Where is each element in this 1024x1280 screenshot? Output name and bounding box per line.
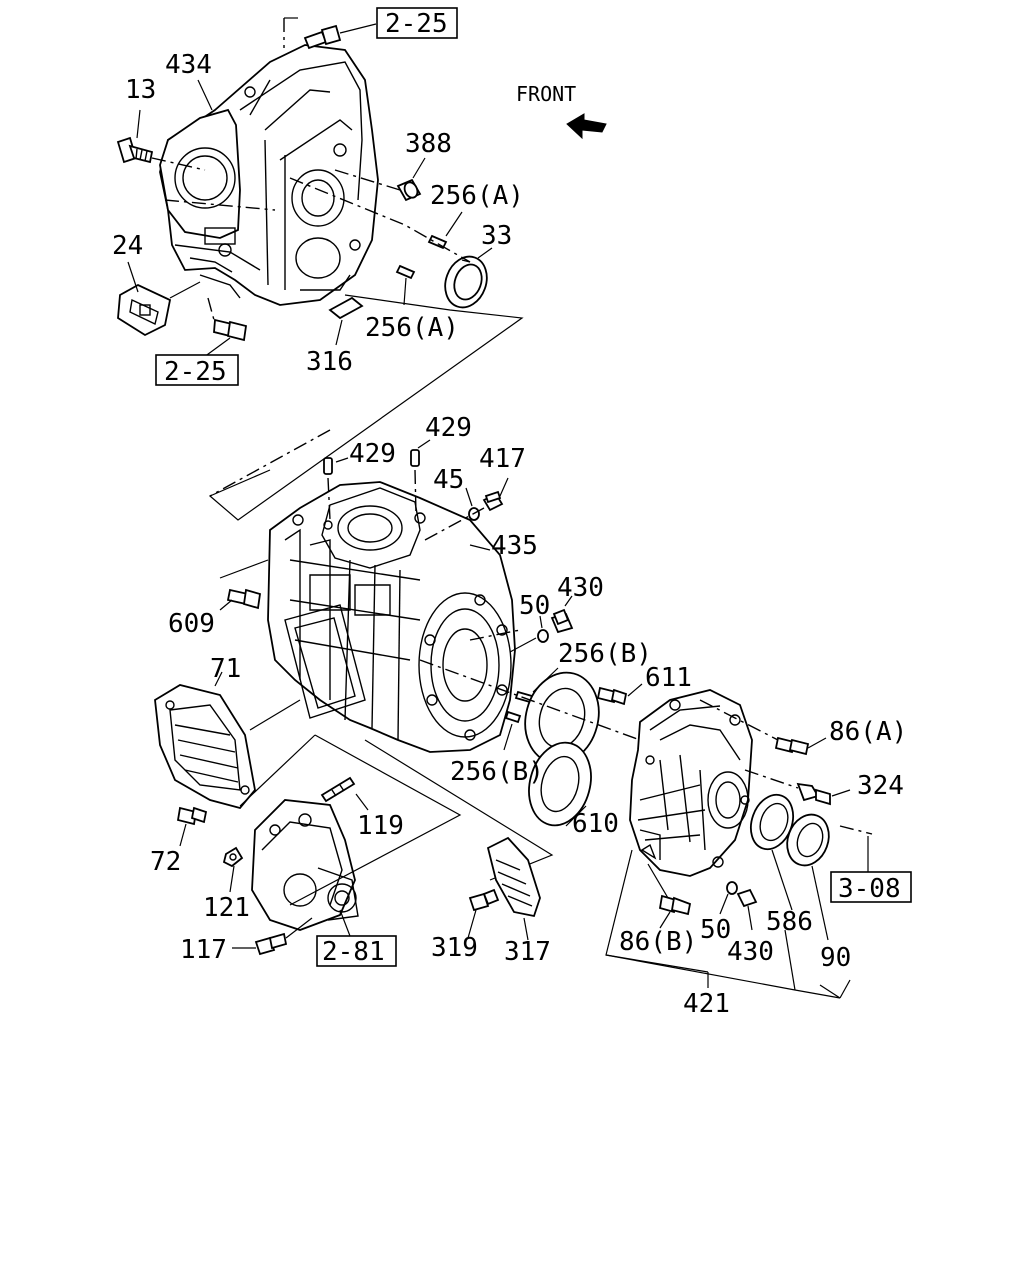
cover-71 xyxy=(154,671,316,810)
gasket-610-upper xyxy=(524,671,600,765)
bolt-611 xyxy=(596,683,643,706)
label-610: 610 xyxy=(572,809,619,839)
pin-256a-lower xyxy=(395,264,416,306)
plug-430-case xyxy=(509,595,574,653)
label-435: 435 xyxy=(491,531,538,561)
label-430-2: 430 xyxy=(727,937,774,967)
cover-317 xyxy=(486,836,541,941)
bolt-86a xyxy=(699,699,827,756)
oring-45 xyxy=(465,487,480,521)
sensor-24 xyxy=(117,261,201,337)
label-119: 119 xyxy=(357,811,404,841)
pto-unit xyxy=(251,799,359,931)
label-50-1: 50 xyxy=(519,591,550,621)
rear-extension-421 xyxy=(629,689,753,877)
ref-box-mid-left xyxy=(155,354,239,386)
pin-256a-upper xyxy=(427,211,463,250)
label-434: 434 xyxy=(165,50,212,80)
label-586: 586 xyxy=(766,907,813,937)
label-256b-2: 256(B) xyxy=(450,757,544,787)
ref-box-308 xyxy=(830,871,912,903)
label-90: 90 xyxy=(820,943,851,973)
plug-430-extension xyxy=(736,888,758,931)
front-label: FRONT xyxy=(516,82,576,106)
label-33: 33 xyxy=(481,221,512,251)
ref-label-281: 2-81 xyxy=(322,937,385,967)
label-316: 316 xyxy=(306,347,353,377)
oring-50-case xyxy=(537,615,549,643)
label-117: 117 xyxy=(180,935,227,965)
ref-label-top: 2-25 xyxy=(385,9,448,39)
ref-label-mid-left: 2-25 xyxy=(164,357,227,387)
label-71: 71 xyxy=(210,654,241,684)
label-86b: 86(B) xyxy=(619,927,697,957)
stud-to-308 xyxy=(839,825,873,872)
seal-33 xyxy=(444,247,493,309)
pin-429-left xyxy=(323,457,349,521)
label-609: 609 xyxy=(168,609,215,639)
label-430-1: 430 xyxy=(557,573,604,603)
label-72: 72 xyxy=(150,847,181,877)
top-bolt xyxy=(283,17,377,50)
pin-256b-lower xyxy=(503,710,522,751)
ref-label-308: 3-08 xyxy=(838,874,901,904)
label-256b-1: 256(B) xyxy=(558,639,652,669)
ref-box-top xyxy=(376,7,458,39)
pin-429-right xyxy=(410,439,431,515)
bolt-lower-left xyxy=(199,297,248,361)
label-256a-2: 256(A) xyxy=(365,313,459,343)
label-317: 317 xyxy=(504,937,551,967)
label-24: 24 xyxy=(112,231,143,261)
bush-388 xyxy=(396,157,426,202)
bolt-72 xyxy=(176,806,208,847)
label-417: 417 xyxy=(479,444,526,474)
label-13: 13 xyxy=(125,75,156,105)
label-388: 388 xyxy=(405,129,452,159)
label-50-2: 50 xyxy=(700,915,731,945)
front-arrow-icon xyxy=(566,113,607,140)
label-421: 421 xyxy=(683,989,730,1019)
label-121: 121 xyxy=(203,893,250,923)
transmission-case-435 xyxy=(267,481,516,753)
bolt-86b xyxy=(647,863,692,929)
ref-box-281 xyxy=(316,935,397,967)
plug-417 xyxy=(424,477,509,541)
label-45: 45 xyxy=(433,465,464,495)
breather-324 xyxy=(744,769,851,806)
label-86a: 86(A) xyxy=(829,717,907,747)
gasket-610-lower xyxy=(528,741,592,827)
label-611: 611 xyxy=(645,663,692,693)
bolt-13 xyxy=(116,109,206,171)
bolt-319 xyxy=(467,888,500,939)
stud-119 xyxy=(320,776,369,811)
label-256a-1: 256(A) xyxy=(430,181,524,211)
bolt-609 xyxy=(219,559,269,611)
label-324: 324 xyxy=(857,771,904,801)
bolt-117 xyxy=(232,917,313,956)
label-319: 319 xyxy=(431,933,478,963)
clutch-housing-434 xyxy=(159,44,379,306)
dust-cover-90 xyxy=(786,813,830,941)
label-429-1: 429 xyxy=(425,413,472,443)
label-429-2: 429 xyxy=(349,439,396,469)
oring-50-extension xyxy=(719,881,738,915)
plate-316 xyxy=(328,296,364,346)
nut-121 xyxy=(222,846,244,893)
